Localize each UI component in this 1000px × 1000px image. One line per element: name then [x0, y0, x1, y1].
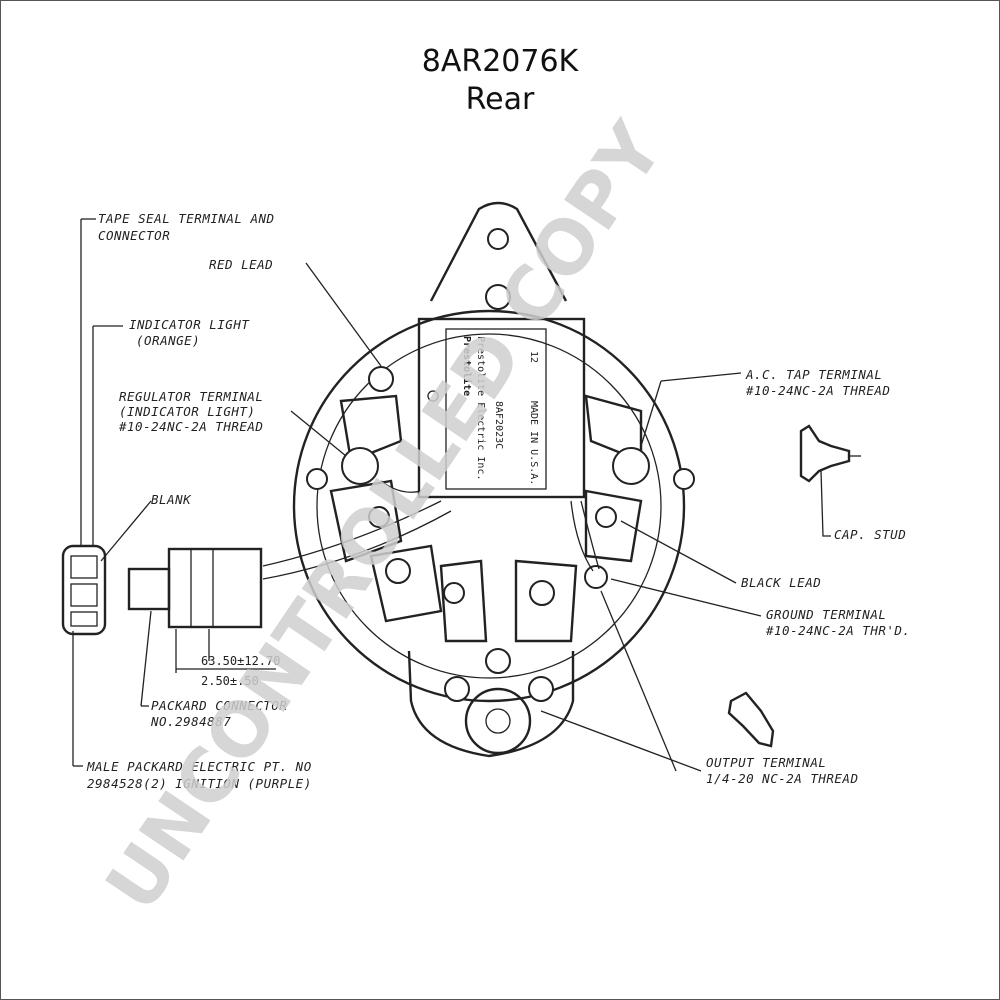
- output-terminal-stud: [485, 648, 511, 674]
- title-block: 8AR2076K Rear: [1, 43, 999, 119]
- regulator-terminal-label-2: (INDICATOR LIGHT): [119, 404, 255, 419]
- alternator-housing: [292, 201, 695, 758]
- cap-stud-part: [799, 424, 861, 483]
- red-lead-label: RED LEAD: [209, 257, 273, 272]
- male-packard-label-1: MALE PACKARD ELECTRIC PT. NO: [86, 759, 312, 774]
- uncontrolled-copy-watermark: UNCONTROLLED COPY: [90, 107, 681, 926]
- nameplate-brand: Prestolite: [461, 336, 473, 396]
- tape-seal-connector: [61, 544, 107, 636]
- tape-seal-label-1: TAPE SEAL TERMINAL AND: [98, 211, 275, 226]
- regulator-terminal: [341, 447, 379, 485]
- black-lead-label: BLACK LEAD: [741, 575, 821, 590]
- nameplate-sub: Prestolite Electric Inc.: [475, 336, 486, 481]
- packard-connector-label-2: NO.2984887: [150, 714, 231, 729]
- top-screw: [485, 284, 511, 310]
- ac-tap-label-2: #10-24NC-2A THREAD: [745, 383, 890, 398]
- ac-tap-label-1: A.C. TAP TERMINAL: [745, 367, 882, 382]
- wiring: [262, 480, 600, 580]
- part-number: 8AR2076K: [421, 44, 579, 79]
- output-terminal-label-2: 1/4-20 NC-2A THREAD: [706, 771, 859, 786]
- view-label: Rear: [465, 82, 535, 117]
- output-terminal-label-1: OUTPUT TERMINAL: [706, 755, 826, 770]
- nameplate-volts: 12: [528, 351, 539, 363]
- indicator-light-label-2: (ORANGE): [136, 333, 200, 348]
- top-mount-hole: [487, 228, 509, 250]
- tape-seal-label-2: CONNECTOR: [98, 228, 170, 243]
- leader-lines: [72, 218, 831, 772]
- regulator-nameplate: Prestolite Prestolite Electric Inc. 8AF2…: [417, 317, 586, 499]
- housing-outline: [292, 309, 686, 703]
- ac-tap-terminal: [612, 447, 650, 485]
- blank-label: BLANK: [151, 492, 192, 507]
- dimension-in: 2.50±.50: [201, 674, 259, 688]
- nameplate-origin: MADE IN U.S.A.: [528, 401, 539, 485]
- ground-terminal-label-2: #10-24NC-2A THR'D.: [765, 623, 910, 638]
- bottom-mount-boss: [464, 687, 532, 755]
- nameplate-model: 8AF2023C: [493, 401, 504, 449]
- callout-labels: TAPE SEAL TERMINAL AND CONNECTOR INDICAT…: [86, 211, 910, 791]
- cap-stud-label: CAP. STUD: [834, 527, 906, 542]
- indicator-light-label-1: INDICATOR LIGHT: [129, 317, 250, 332]
- regulator-terminal-label-3: #10-24NC-2A THREAD: [118, 419, 263, 434]
- output-stud-part: [727, 691, 775, 748]
- ground-terminal-label-1: GROUND TERMINAL: [766, 607, 886, 622]
- packard-connector-label-1: PACKARD CONNECTOR: [151, 698, 287, 713]
- male-packard-label-2: 2984528(2) IGNITION (PURPLE): [87, 776, 312, 791]
- packard-connector: [127, 547, 263, 629]
- ground-terminal: [584, 565, 608, 589]
- regulator-terminal-label-1: REGULATOR TERMINAL: [119, 389, 263, 404]
- dimension-mm: 63.50±12.70: [201, 654, 280, 668]
